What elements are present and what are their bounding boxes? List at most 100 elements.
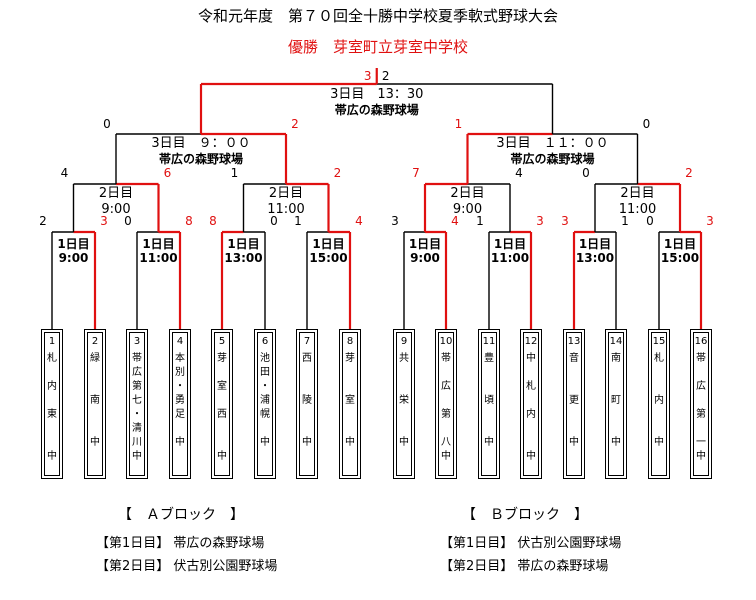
- team-name: 札 内 東 中: [47, 353, 57, 462]
- r1-time: 13:00: [575, 251, 615, 265]
- r2-left-score: 0: [582, 166, 590, 180]
- r1-right-score: 0: [270, 214, 278, 228]
- team-name: 南 町 中: [611, 353, 621, 448]
- team-name: 本 別 ・ 勇 足 中: [175, 353, 185, 448]
- r3-venue: 帯広の森野球場: [510, 152, 595, 166]
- team-box: 1 札 内 東 中: [41, 329, 63, 479]
- team-name: 西 陵 中: [302, 353, 312, 448]
- r1-day: 1日目: [312, 237, 345, 251]
- r2-right-score: 4: [515, 166, 523, 180]
- team-name: 芽 室 西 中: [217, 353, 227, 462]
- r1-left-score: 0: [646, 214, 654, 228]
- r1-left-score: 0: [124, 214, 132, 228]
- team-number: 1: [48, 336, 56, 347]
- r2-time: 11:00: [267, 202, 305, 217]
- final-daytime: 3日目 13：30: [330, 87, 424, 102]
- r2-day: 2日目: [450, 186, 485, 201]
- team-box: 10 帯 広 第 八 中: [435, 329, 457, 479]
- team-number: 12: [524, 336, 538, 347]
- r2-time: 9:00: [452, 202, 483, 217]
- block-a-day1: 【第1日目】 帯広の森野球場: [96, 536, 265, 551]
- r1-time: 15:00: [660, 251, 700, 265]
- team-name: 共 栄 中: [399, 353, 409, 448]
- team-number: 5: [218, 336, 226, 347]
- r3-venue: 帯広の森野球場: [158, 152, 243, 166]
- team-number: 11: [482, 336, 496, 347]
- team-name: 芽 室 中: [345, 353, 355, 448]
- team-name: 緑 南 中: [90, 353, 100, 448]
- r3-right-score: 2: [291, 117, 299, 131]
- block-a-day2: 【第2日目】 伏古別公園野球場: [96, 559, 278, 574]
- r2-right-score: 2: [685, 166, 693, 180]
- r1-day: 1日目: [142, 237, 175, 251]
- team-name: 音 更 中: [569, 353, 579, 448]
- r1-time: 9:00: [410, 251, 440, 265]
- r2-right-score: 2: [333, 166, 342, 180]
- r2-day: 2日目: [98, 186, 134, 201]
- r1-right-score: 3: [536, 214, 544, 228]
- r2-left-score: 1: [230, 166, 239, 180]
- r3-daytime: 3日目 １１：００: [496, 136, 609, 151]
- r2-left-score: 4: [60, 166, 69, 180]
- r3-left-score: 1: [454, 117, 463, 131]
- team-box: 5 芽 室 西 中: [211, 329, 233, 479]
- team-name: 帯 広 第 七 ・ 清 川 中: [132, 353, 142, 462]
- r1-left-score: 1: [476, 214, 484, 228]
- team-number: 10: [439, 336, 453, 347]
- team-box: 4 本 別 ・ 勇 足 中: [169, 329, 191, 479]
- team-box: 9 共 栄 中: [393, 329, 415, 479]
- team-number: 9: [400, 336, 408, 347]
- r1-right-score: 3: [706, 214, 714, 228]
- r1-left-score: 2: [39, 214, 47, 228]
- block-b-title: 【 Ｂブロック 】: [462, 507, 588, 523]
- team-number: 2: [91, 336, 99, 347]
- page-title: 令和元年度 第７０回全十勝中学校夏季軟式野球大会: [197, 7, 558, 25]
- r1-day: 1日目: [227, 237, 260, 251]
- r1-right-score: 8: [185, 214, 193, 228]
- r1-right-score: 4: [355, 214, 363, 228]
- final-venue: 帯広の森野球場: [334, 103, 419, 117]
- team-box: 3 帯 広 第 七 ・ 清 川 中: [126, 329, 148, 479]
- r1-time: 9:00: [58, 251, 89, 265]
- team-name: 中 札 内 中: [526, 353, 536, 462]
- champion-label: 優勝 芽室町立芽室中学校: [287, 38, 468, 56]
- r2-day: 2日目: [620, 186, 655, 201]
- block-a-title: 【 Ａブロック 】: [118, 507, 244, 523]
- r1-day: 1日目: [663, 237, 697, 251]
- r1-right-score: 1: [621, 214, 629, 228]
- team-number: 6: [261, 336, 269, 347]
- r2-left-score: 7: [412, 166, 420, 180]
- team-box: 2 緑 南 中: [84, 329, 106, 479]
- r1-right-score: 3: [100, 214, 108, 228]
- r1-day: 1日目: [408, 237, 442, 251]
- final-left-score: 3: [363, 69, 372, 83]
- r2-time: 9:00: [101, 202, 131, 217]
- r1-day: 1日目: [57, 237, 90, 251]
- team-name: 豊 頃 中: [484, 353, 494, 448]
- r1-day: 1日目: [493, 237, 527, 251]
- r1-time: 13:00: [224, 251, 263, 265]
- team-number: 4: [176, 336, 184, 347]
- team-box: 8 芽 室 中: [339, 329, 361, 479]
- team-box: 11 豊 頃 中: [478, 329, 500, 479]
- r1-left-score: 3: [561, 214, 569, 228]
- r2-right-score: 6: [163, 166, 172, 180]
- team-box: 14 南 町 中: [605, 329, 627, 479]
- team-name: 帯 広 第 八 中: [441, 353, 451, 462]
- team-number: 8: [346, 336, 354, 347]
- final-right-score: 2: [381, 69, 390, 83]
- r3-right-score: 0: [642, 117, 651, 131]
- team-number: 14: [609, 336, 623, 347]
- r1-time: 15:00: [309, 251, 348, 265]
- r1-left-score: 8: [209, 214, 217, 228]
- team-name: 札 内 中: [654, 353, 664, 448]
- r1-left-score: 1: [294, 214, 302, 228]
- team-number: 3: [133, 336, 141, 347]
- team-name: 帯 広 第 一 中: [696, 353, 706, 462]
- r2-day: 2日目: [268, 186, 304, 201]
